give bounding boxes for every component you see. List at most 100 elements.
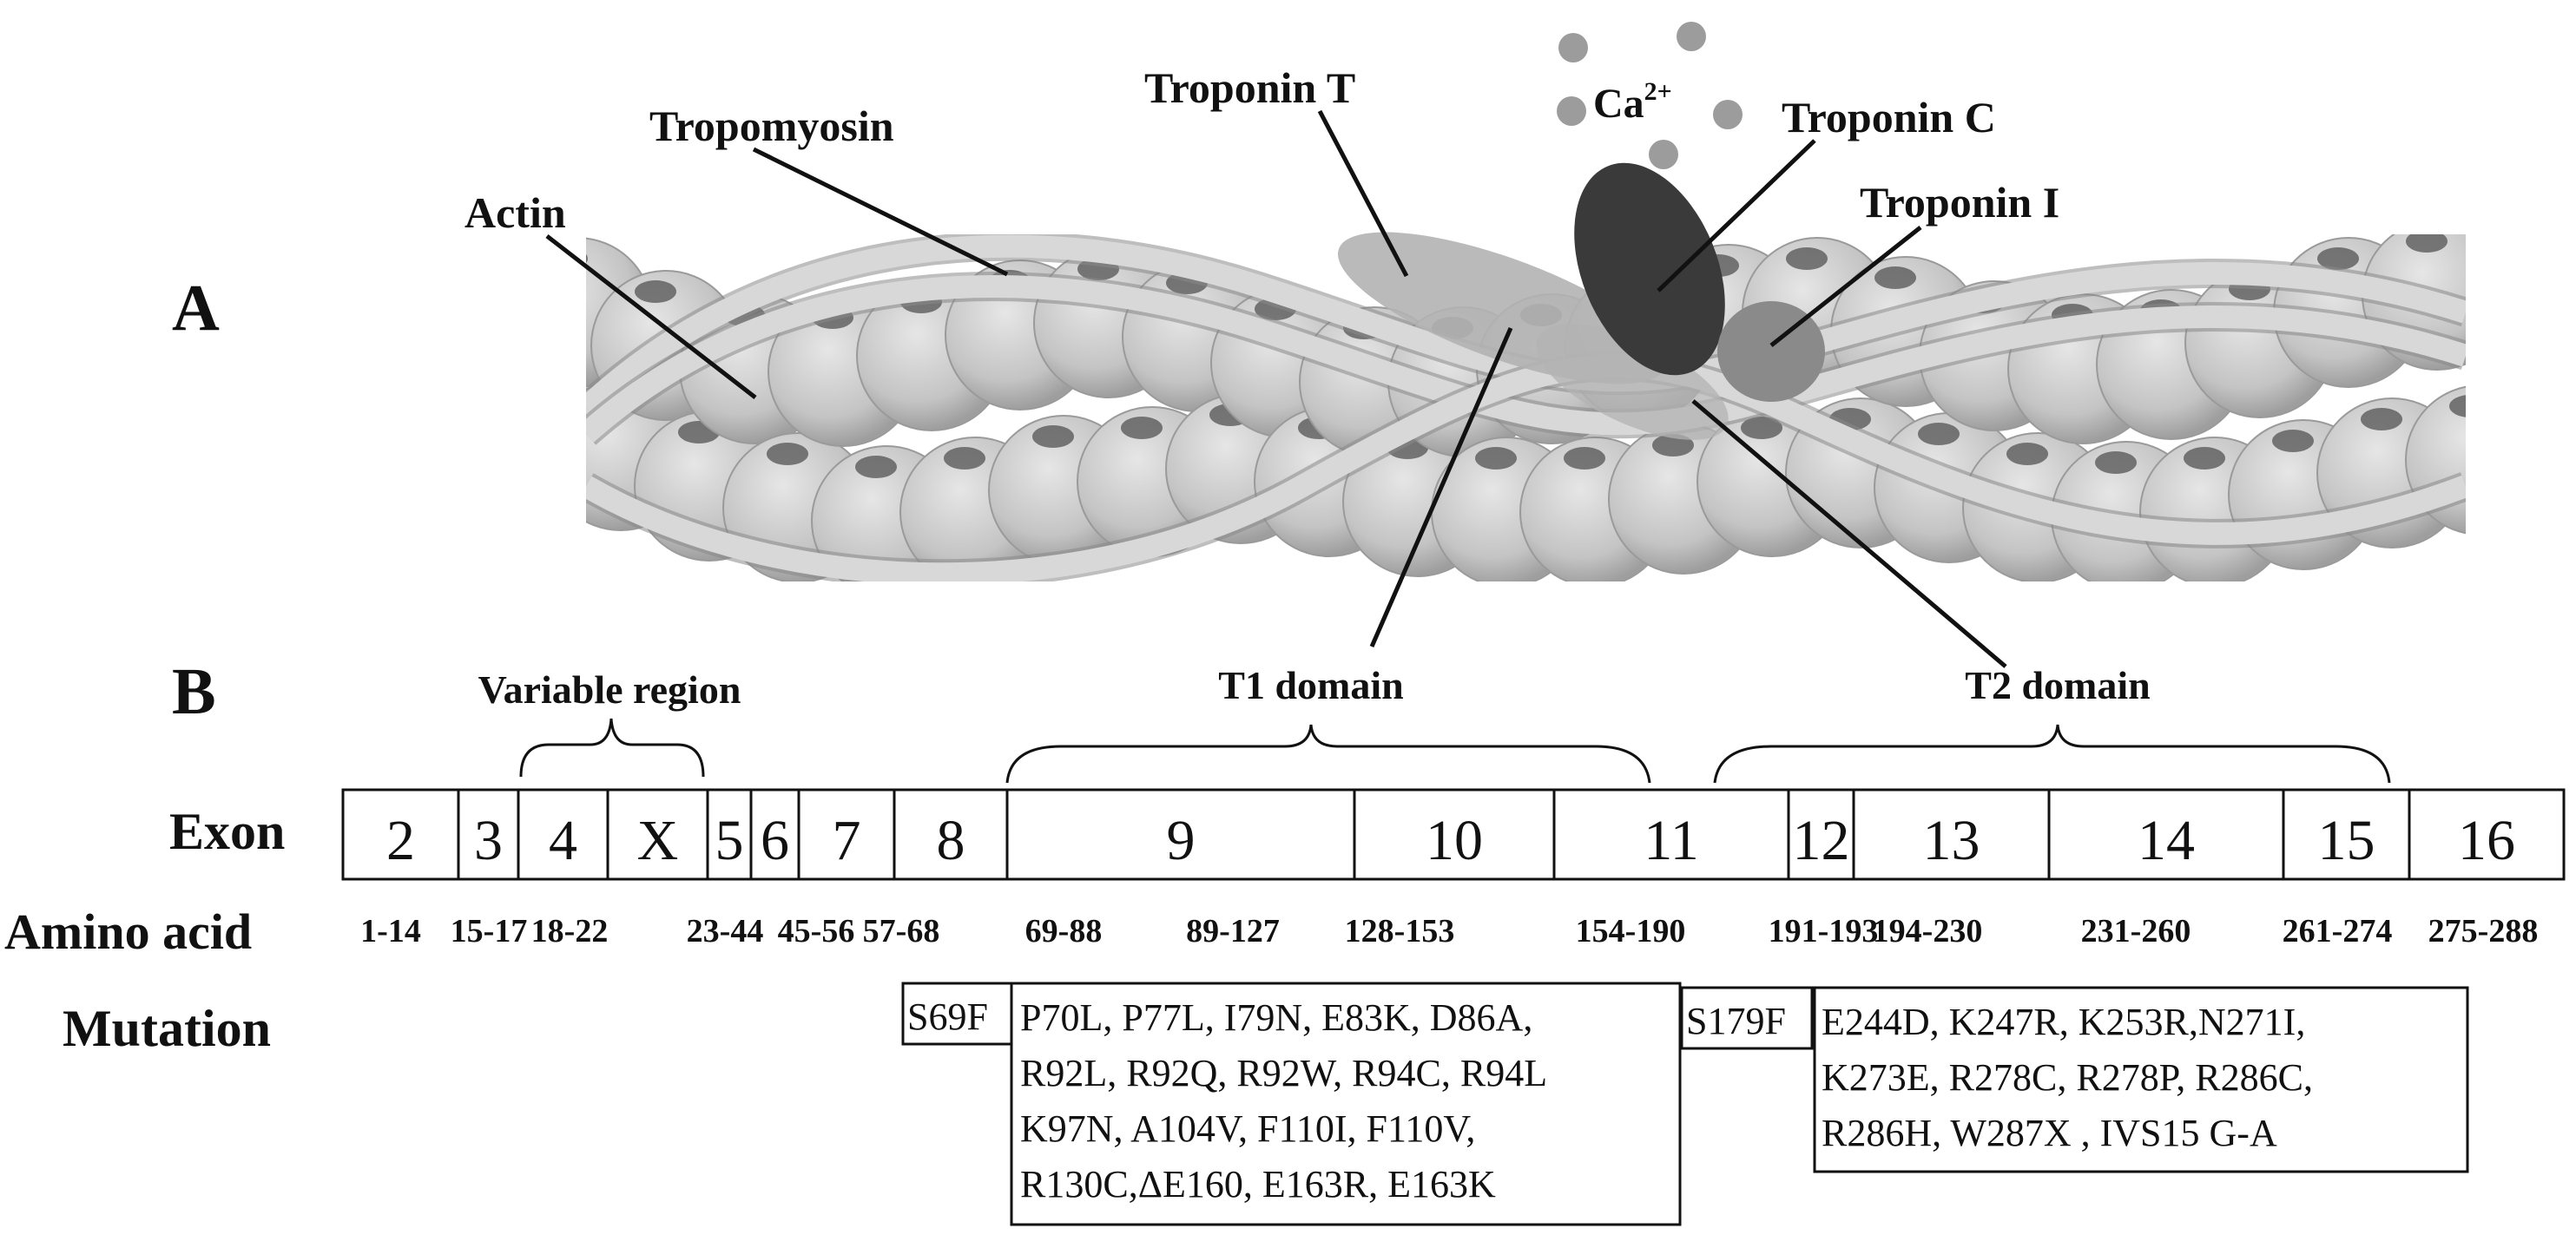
variable-region-label: Variable region — [478, 667, 741, 712]
mutation-row-label: Mutation — [63, 1000, 271, 1057]
exon-label: 12 — [1793, 809, 1850, 872]
troponin-t-leader-line — [1317, 109, 1409, 278]
amino-acid-range: 69-88 — [1025, 913, 1103, 949]
amino-acid-range: 1-14 — [360, 913, 421, 949]
t2-mutation-line: E244D, K247R, K253R,N271I, — [1822, 1001, 2305, 1043]
exon-label: 8 — [937, 809, 965, 872]
t2-domain-label: T2 domain — [1965, 663, 2150, 707]
amino-acid-range: 194-230 — [1873, 913, 1983, 949]
actin-binding-site — [2272, 430, 2314, 452]
s69f-box — [901, 982, 1018, 1046]
amino-acid-range: 231-260 — [2081, 913, 2191, 949]
amino-acid-range: 128-153 — [1345, 913, 1455, 949]
exon-label: 7 — [833, 809, 861, 872]
actin-binding-site — [2006, 443, 2048, 465]
actin-binding-site — [1564, 447, 1605, 470]
troponin-c-shape — [1574, 162, 1725, 376]
t1-mutation-list: P70L, P77L, I79N, E83K, D86A, R92L, R92Q,… — [1020, 996, 1547, 1205]
amino-acid-range: 45-56 — [778, 913, 855, 949]
region-braces — [519, 718, 2391, 784]
t1-mutation-box — [1010, 982, 1682, 1226]
amino-acid-range: 275-288 — [2428, 913, 2539, 949]
t2-mutation-list: E244D, K247R, K253R,N271I, K273E, R278C, … — [1822, 1001, 2313, 1154]
exon-label: 11 — [1644, 809, 1699, 872]
actin-binding-site — [2317, 247, 2359, 270]
actin-binding-site — [855, 456, 897, 478]
actin-label: Actin — [464, 188, 566, 237]
exon-row-label: Exon — [169, 803, 285, 860]
t2-mutation-line: K273E, R278C, R278P, R286C, — [1822, 1056, 2313, 1099]
actin-leader-line — [545, 234, 757, 399]
t1-domain-brace — [1005, 724, 1651, 784]
actin-binding-site — [1786, 247, 1828, 270]
variable-region-brace — [519, 718, 705, 778]
actin-binding-site — [1741, 417, 1782, 439]
tropomyosin-leader-line — [752, 147, 1009, 277]
actin-binding-site — [2095, 451, 2137, 474]
amino-acid-row-label: Amino acid — [4, 903, 252, 960]
t1-mutation-line: P70L, P77L, I79N, E83K, D86A, — [1020, 996, 1532, 1039]
t2-domain-brace — [1713, 724, 2391, 784]
actin-binding-site — [1475, 447, 1517, 470]
troponin-c-label: Troponin C — [1782, 93, 1996, 141]
t2-mutation-box — [1813, 986, 2469, 1173]
calcium-ion — [1713, 100, 1743, 129]
t1-domain-leader-line — [1369, 327, 1513, 647]
exon-label: 3 — [474, 809, 503, 872]
leader-lines — [545, 109, 2007, 668]
troponin-c-leader-line — [1657, 139, 1816, 292]
t1-mutation-line: K97N, A104V, F110I, F110V, — [1020, 1107, 1475, 1150]
exon-label: 4 — [549, 809, 577, 872]
actin-binding-site — [2184, 447, 2225, 470]
exon-label: 2 — [386, 809, 415, 872]
actin-binding-site — [1032, 425, 1074, 448]
actin-binding-site — [2449, 395, 2466, 417]
actin-binding-site — [586, 253, 588, 264]
actin-binding-site — [2361, 408, 2402, 430]
amino-acid-range: 15-17 — [451, 913, 528, 949]
panel-b-letter: B — [172, 655, 216, 728]
t1-mutation-line: R92L, R92Q, R92W, R94C, R94L — [1020, 1052, 1547, 1094]
actin-binding-site — [767, 443, 808, 465]
calcium-label: Ca2+ — [1593, 77, 1672, 127]
actin-binding-site — [1121, 417, 1163, 439]
exon-label: 13 — [1923, 809, 1980, 872]
exon-label: 9 — [1167, 809, 1196, 872]
actin-binding-site — [944, 447, 985, 470]
t2-mutation-line: R286H, W287X , IVS15 G-A — [1822, 1112, 2277, 1154]
exon-label: 15 — [2318, 809, 2375, 872]
exon-label: 5 — [715, 809, 744, 872]
amino-acid-range: 23-44 — [687, 913, 764, 949]
exon-label: 14 — [2138, 809, 2195, 872]
calcium-ion — [1649, 140, 1678, 169]
exon-label: 10 — [1426, 809, 1483, 872]
amino-acid-range: 154-190 — [1576, 913, 1686, 949]
actin-binding-site — [635, 280, 676, 303]
s179f-box — [1680, 986, 1814, 1050]
amino-acid-range: 261-274 — [2283, 913, 2393, 949]
troponin-i-leader-line — [1769, 226, 1922, 347]
amino-acid-range: 57-68 — [863, 913, 940, 949]
tropomyosin-strand-core — [586, 275, 2466, 443]
calcium-ion — [1677, 22, 1706, 51]
troponin-t-shape-2 — [1536, 324, 1729, 440]
actin-binding-site — [1918, 423, 1960, 445]
calcium-ion — [1558, 33, 1588, 62]
actin-binding-site — [1874, 266, 1916, 289]
t2-domain-leader-line — [1691, 399, 2007, 668]
amino-acid-range: 191-193 — [1769, 913, 1879, 949]
troponin-i-label: Troponin I — [1860, 178, 2059, 227]
amino-acid-range: 89-127 — [1186, 913, 1280, 949]
troponin-t-label: Troponin T — [1144, 63, 1355, 112]
exon-label: 6 — [761, 809, 789, 872]
exon-label: X — [637, 809, 679, 872]
s69f-label: S69F — [907, 995, 988, 1038]
s179f-label: S179F — [1686, 1000, 1786, 1042]
exon-row-frame — [341, 788, 2566, 881]
exon-label: 16 — [2458, 809, 2515, 872]
t1-mutation-line: R130C,ΔE160, E163R, E163K — [1020, 1163, 1496, 1205]
